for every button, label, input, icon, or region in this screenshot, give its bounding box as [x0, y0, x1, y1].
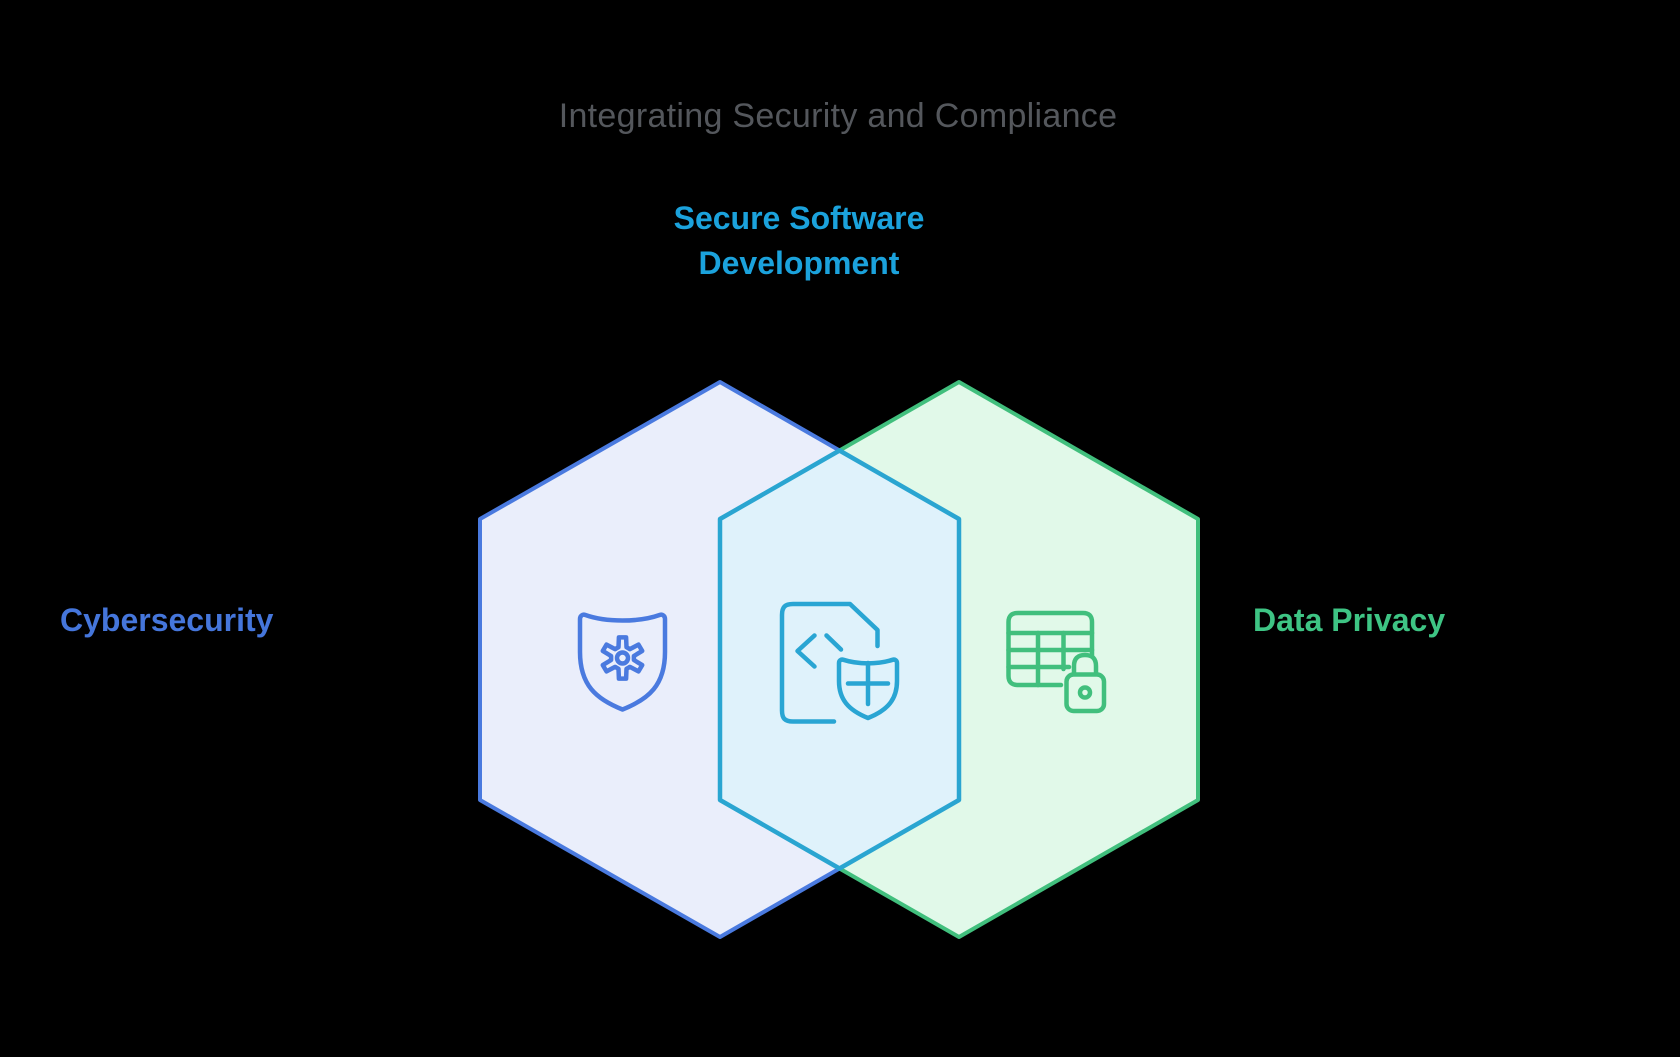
center-label-line2: Development	[698, 245, 900, 281]
center-label-line1: Secure Software	[673, 200, 925, 236]
diagram-title: Integrating Security and Compliance	[558, 97, 1118, 135]
right-label: Data Privacy	[1253, 602, 1446, 638]
secure-code-document-icon	[779, 601, 900, 724]
left-label: Cybersecurity	[60, 602, 274, 638]
center-label: Secure Software Development	[674, 196, 925, 286]
shield-gear-icon	[577, 612, 668, 712]
table-lock-icon	[1006, 610, 1107, 714]
